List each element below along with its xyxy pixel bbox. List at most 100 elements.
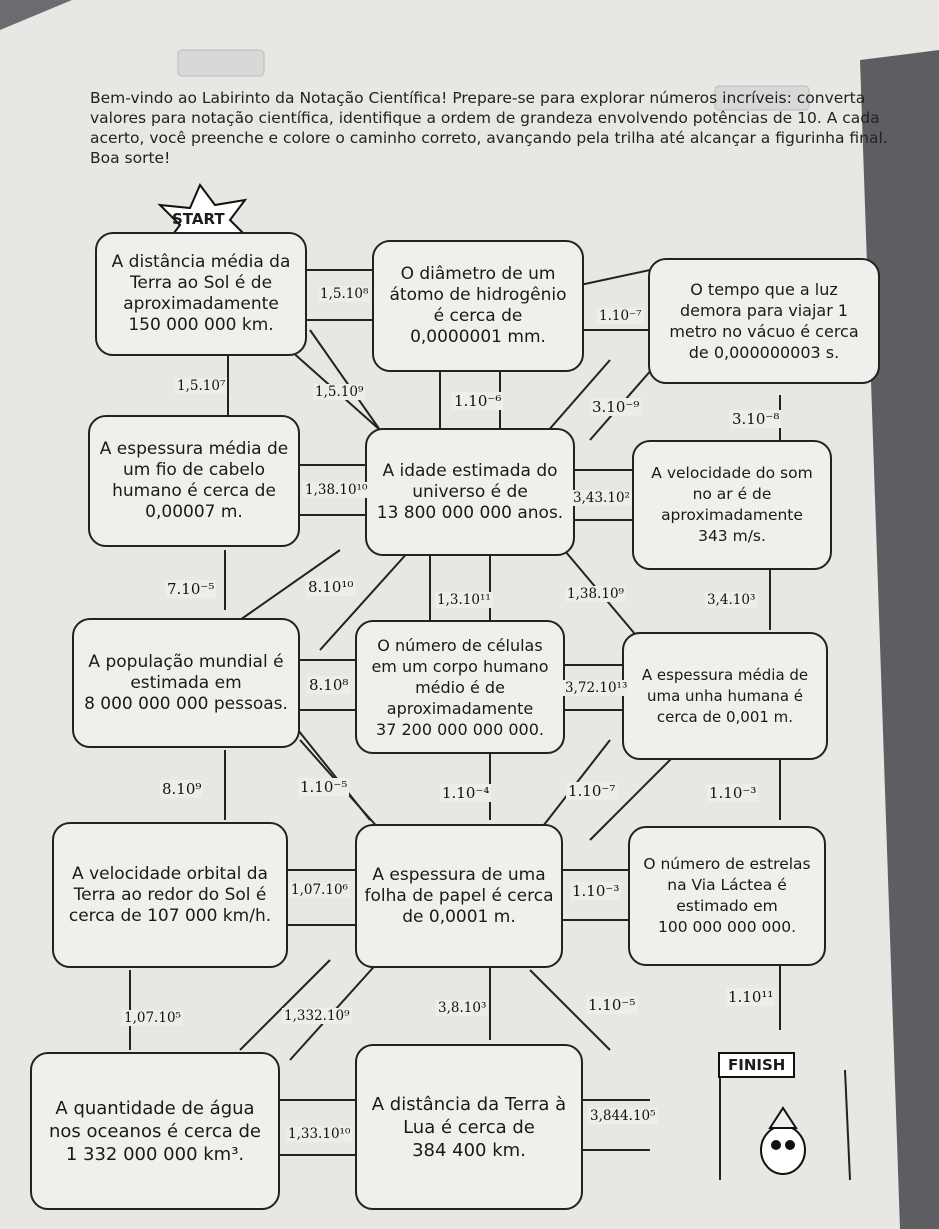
clue-box-earth-moon: A distância da Terra à Lua é cerca de 38… (355, 1044, 583, 1210)
clue-line: um fio de cabelo (122, 460, 266, 480)
clue-line: 100 000 000 000. (657, 918, 797, 936)
clue-line: 150 000 000 km. (128, 315, 274, 335)
clue-line: 384 400 km. (412, 1139, 526, 1161)
clue-line: O número de estrelas (643, 855, 811, 873)
clue-line: A idade estimada do (382, 460, 558, 481)
path-label[interactable]: 3,8.10³ (436, 1000, 489, 1016)
path-label[interactable]: 1,33.10¹⁰ (286, 1126, 353, 1142)
clue-line: humano é cerca de (112, 481, 276, 501)
clue-line: universo é de (412, 481, 528, 502)
intro-text: Bem-vindo ao Labirinto da Notação Cientí… (90, 88, 910, 168)
clue-line: O número de células (377, 635, 543, 655)
clue-line: médio é de (415, 677, 505, 697)
path-label[interactable]: 3.10⁻⁸ (730, 410, 782, 428)
path-label[interactable]: 7.10⁻⁵ (165, 580, 217, 598)
clue-box-earth-sun-distance: A distância média da Terra ao Sol é de a… (95, 232, 307, 356)
clue-box-milky-way-stars: O número de estrelas na Via Láctea é est… (628, 826, 826, 966)
path-label[interactable]: 1.10⁻³ (570, 882, 622, 900)
clue-line: Terra ao Sol é de (129, 273, 273, 293)
clue-line: estimada em (130, 672, 242, 693)
start-badge: START (172, 210, 225, 228)
clue-line: metro no vácuo é cerca (669, 322, 859, 341)
clue-line: A população mundial é (88, 651, 284, 672)
clue-line: em um corpo humano (371, 656, 549, 676)
clue-line: 8 000 000 000 pessoas. (84, 693, 288, 714)
clue-line: aproximadamente (123, 294, 279, 314)
clue-box-light-time: O tempo que a luz demora para viajar 1 m… (648, 258, 880, 384)
clue-box-paper-thickness: A espessura de uma folha de papel é cerc… (355, 824, 563, 968)
intro-line: Boa sorte! (90, 149, 171, 167)
clue-line: A espessura média de (641, 665, 809, 684)
clue-line: A espessura média de (99, 439, 289, 459)
clue-box-body-cells: O número de células em um corpo humano m… (355, 620, 565, 754)
mascot-illustration (760, 1106, 806, 1175)
clue-line: cerca de 107 000 km/h. (68, 905, 272, 926)
path-label[interactable]: 1.10⁻⁷ (566, 782, 618, 800)
path-label[interactable]: 3,72.10¹³ (563, 680, 630, 696)
path-label[interactable]: 1,5.10⁸ (318, 286, 371, 302)
path-label[interactable]: 1,5.10⁹ (313, 384, 366, 400)
clue-box-hair-thickness: A espessura média de um fio de cabelo hu… (88, 415, 300, 547)
clue-line: de 0,000000003 s. (688, 343, 840, 362)
path-label[interactable]: 1,332.10⁹ (282, 1008, 352, 1024)
clue-line: aproximadamente (661, 506, 803, 524)
path-label[interactable]: 1,07.10⁵ (122, 1010, 183, 1026)
clue-line: átomo de hidrogênio (389, 285, 567, 305)
clue-box-nail-thickness: A espessura média de uma unha humana é c… (622, 632, 828, 760)
clue-line: A quantidade de água (55, 1097, 255, 1119)
path-label[interactable]: 1.10⁻⁷ (597, 308, 644, 324)
path-label[interactable]: 8.10¹⁰ (306, 578, 356, 596)
clue-line: folha de papel é cerca (364, 885, 554, 906)
clue-line: A espessura de uma (372, 864, 546, 885)
clue-box-world-population: A população mundial é estimada em 8 000 … (72, 618, 300, 748)
clue-line: cerca de 0,001 m. (656, 707, 794, 726)
clue-line: O tempo que a luz (690, 280, 838, 299)
path-label[interactable]: 1,38.10⁹ (565, 586, 626, 602)
clue-line: aproximadamente (386, 698, 534, 718)
clue-line: nos oceanos é cerca de (49, 1120, 261, 1142)
clue-box-ocean-water: A quantidade de água nos oceanos é cerca… (30, 1052, 280, 1210)
path-label[interactable]: 3,43.10² (571, 490, 632, 506)
clue-line: 343 m/s. (698, 527, 766, 545)
clue-box-orbital-speed: A velocidade orbital da Terra ao redor d… (52, 822, 288, 968)
clue-line: A distância da Terra à (371, 1093, 567, 1115)
path-label[interactable]: 1.10⁻⁴ (440, 784, 492, 802)
path-label[interactable]: 8.10⁸ (307, 676, 351, 694)
clue-line: 0,0000001 mm. (410, 327, 546, 347)
clue-line: Terra ao redor do Sol é (73, 884, 267, 905)
clue-line: 13 800 000 000 anos. (376, 502, 564, 523)
path-label[interactable]: 1.10⁻⁵ (298, 778, 350, 796)
path-label[interactable]: 1,3.10¹¹ (435, 592, 493, 608)
path-label[interactable]: 1.10⁻⁵ (586, 996, 638, 1014)
clue-line: 0,00007 m. (145, 502, 243, 522)
clue-line: Lua é cerca de (403, 1116, 535, 1138)
path-label[interactable]: 1.10¹¹ (726, 988, 776, 1006)
path-label[interactable]: 1.10⁻³ (707, 784, 759, 802)
path-label[interactable]: 3,844.10⁵ (588, 1108, 658, 1124)
clue-line: demora para viajar 1 (679, 301, 849, 320)
clue-box-universe-age: A idade estimada do universo é de 13 800… (365, 428, 575, 556)
intro-line: valores para notação científica, identif… (90, 109, 880, 127)
clue-line: A distância média da (111, 252, 291, 272)
clue-line: A velocidade do som (651, 464, 813, 482)
path-label[interactable]: 8.10⁹ (160, 780, 204, 798)
path-label[interactable]: 3.10⁻⁹ (590, 398, 642, 416)
clue-line: na Via Láctea é (667, 876, 787, 894)
path-label[interactable]: 1,38.10¹⁰ (303, 482, 370, 498)
clue-line: O diâmetro de um (400, 264, 556, 284)
path-label[interactable]: 3,4.10³ (705, 592, 758, 608)
intro-line: acerto, você preenche e colore o caminho… (90, 129, 888, 147)
clue-box-sound-speed: A velocidade do som no ar é de aproximad… (632, 440, 832, 570)
path-label[interactable]: 1,07.10⁶ (289, 882, 350, 898)
path-label[interactable]: 1.10⁻⁶ (452, 392, 504, 410)
clue-line: é cerca de (433, 306, 523, 326)
intro-line: Bem-vindo ao Labirinto da Notação Cientí… (90, 89, 866, 107)
clue-line: A velocidade orbital da (72, 863, 268, 884)
math-symbols-decoration (177, 49, 810, 111)
clue-box-hydrogen-atom: O diâmetro de um átomo de hidrogênio é c… (372, 240, 584, 372)
finish-badge: FINISH (718, 1052, 796, 1078)
path-label[interactable]: 1,5.10⁷ (175, 378, 228, 394)
clue-line: de 0,0001 m. (402, 906, 516, 927)
clue-line: uma unha humana é (646, 686, 804, 705)
